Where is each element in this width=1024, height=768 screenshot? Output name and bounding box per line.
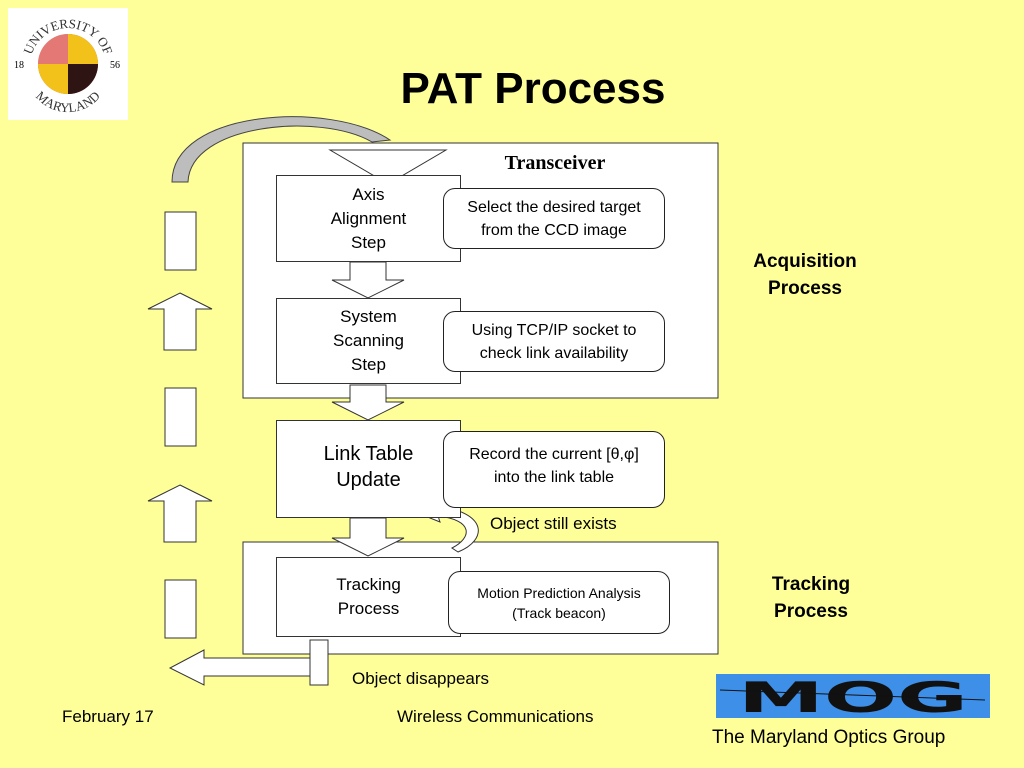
exit-left-arrow <box>168 649 311 686</box>
mog-logo: MOG <box>716 673 990 722</box>
label-acquisition-process: Acquisition Process <box>753 251 857 299</box>
entry-down-arrow <box>328 149 448 185</box>
down-arrow-2 <box>331 384 405 421</box>
exit-stub <box>309 639 329 686</box>
step-arrows <box>331 261 405 557</box>
logo-quadrant-black <box>68 64 98 94</box>
feedback-column <box>147 211 213 639</box>
note-select-target: Select the desired target from the CCD i… <box>443 188 665 249</box>
system-scanning-step: System Scanning Step <box>276 298 461 384</box>
axis-alignment-step: Axis Alignment Step <box>276 175 461 262</box>
tracking-process-step: Tracking Process <box>276 557 461 637</box>
logo-quadrant-gold-2 <box>38 64 68 94</box>
logo-year-right: 56 <box>110 60 120 71</box>
up-arrow-2 <box>147 484 213 543</box>
logo-quadrant-gold <box>68 34 98 64</box>
label-object-still-exists: Object still exists <box>490 514 617 533</box>
mog-logo-line <box>719 689 986 701</box>
down-arrow-3 <box>331 517 405 557</box>
page-title: PAT Process <box>400 64 666 113</box>
transceiver-label: Transceiver <box>504 152 606 174</box>
note-record-current: Record the current [θ,φ] into the link t… <box>443 431 665 508</box>
link-table-update-step: Link Table Update <box>276 420 461 518</box>
down-arrow-1 <box>331 261 405 299</box>
feedback-block-3 <box>164 579 197 639</box>
university-logo: UNIVERSITY OF MARYLAND 18 56 <box>8 8 128 120</box>
feedback-block-2 <box>164 387 197 447</box>
note-tcp-socket: Using TCP/IP socket to check link availa… <box>443 311 665 372</box>
footer-group-name: The Maryland Optics Group <box>712 727 946 748</box>
footer-center: Wireless Communications <box>397 707 594 726</box>
footer-date: February 17 <box>62 707 154 726</box>
logo-quadrant-light <box>38 34 68 64</box>
logo-year-left: 18 <box>14 60 24 71</box>
mog-logo-text: MOG <box>738 673 968 722</box>
curved-return-arrow <box>171 116 392 183</box>
feedback-block-1 <box>164 211 197 271</box>
mog-logo-background <box>716 674 990 718</box>
up-arrow-1 <box>147 292 213 351</box>
label-tracking-process: Tracking Process <box>771 574 851 622</box>
note-motion-prediction: Motion Prediction Analysis (Track beacon… <box>448 571 670 634</box>
label-object-disappears: Object disappears <box>352 669 490 688</box>
